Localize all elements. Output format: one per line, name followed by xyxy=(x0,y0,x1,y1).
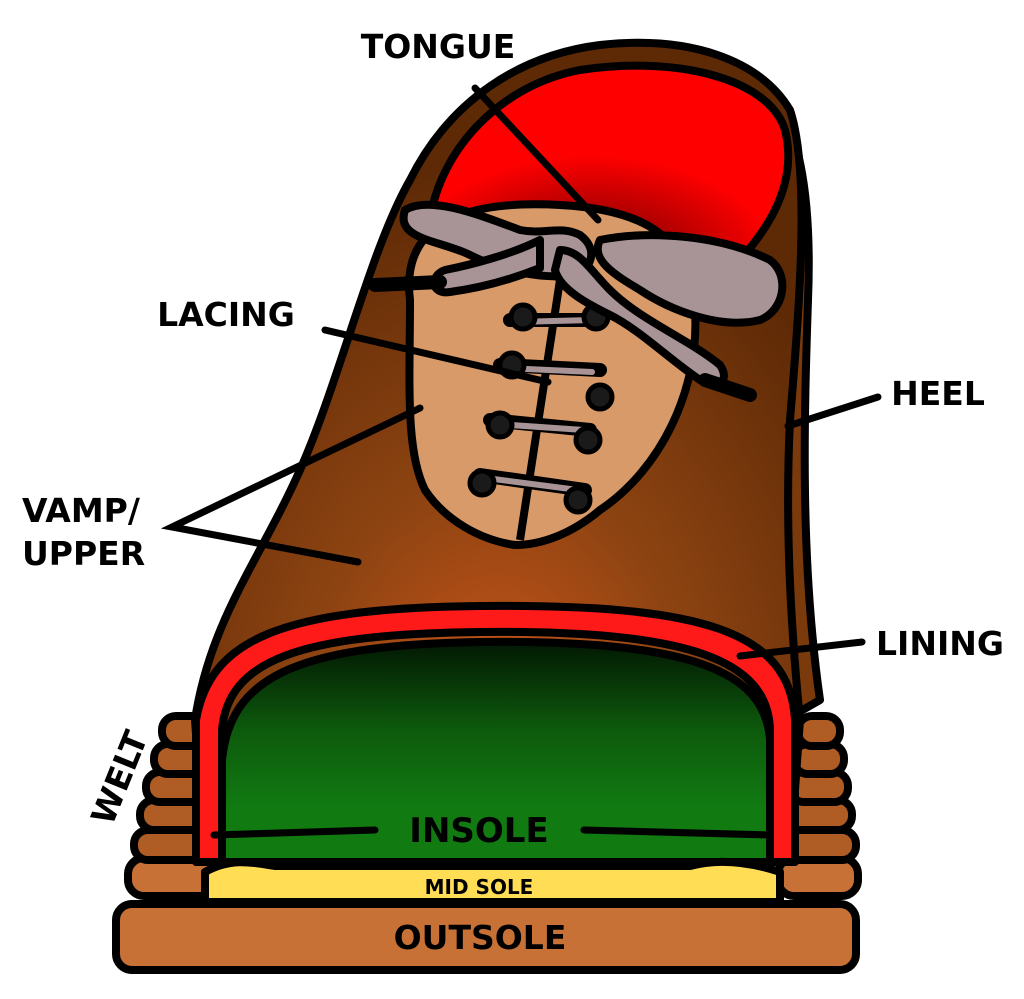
outsole xyxy=(112,900,860,974)
label-vamp: VAMP/ xyxy=(22,491,141,530)
leader-insole-left xyxy=(210,826,379,839)
label-mid-sole: MID SOLE xyxy=(425,875,534,899)
leader-lacing xyxy=(321,326,552,386)
leader-insole-right xyxy=(580,826,774,839)
lace-bow xyxy=(368,200,787,402)
eyelets xyxy=(467,302,615,515)
label-heel: HEEL xyxy=(891,374,985,413)
label-insole: INSOLE xyxy=(409,811,548,851)
mid-sole xyxy=(201,857,784,906)
leader-lines xyxy=(160,84,882,839)
leader-lining xyxy=(736,638,866,660)
label-outsole: OUTSOLE xyxy=(394,918,567,957)
leader-tongue xyxy=(471,84,602,224)
label-lining: LINING xyxy=(876,624,1004,663)
lining xyxy=(192,601,799,866)
laces-lower xyxy=(473,279,607,541)
label-upper: UPPER xyxy=(22,534,145,573)
label-tongue: TONGUE xyxy=(361,27,516,66)
leader-heel xyxy=(784,393,882,430)
leader-vamp xyxy=(160,404,424,566)
insole xyxy=(218,637,774,866)
label-lacing: LACING xyxy=(157,295,295,334)
